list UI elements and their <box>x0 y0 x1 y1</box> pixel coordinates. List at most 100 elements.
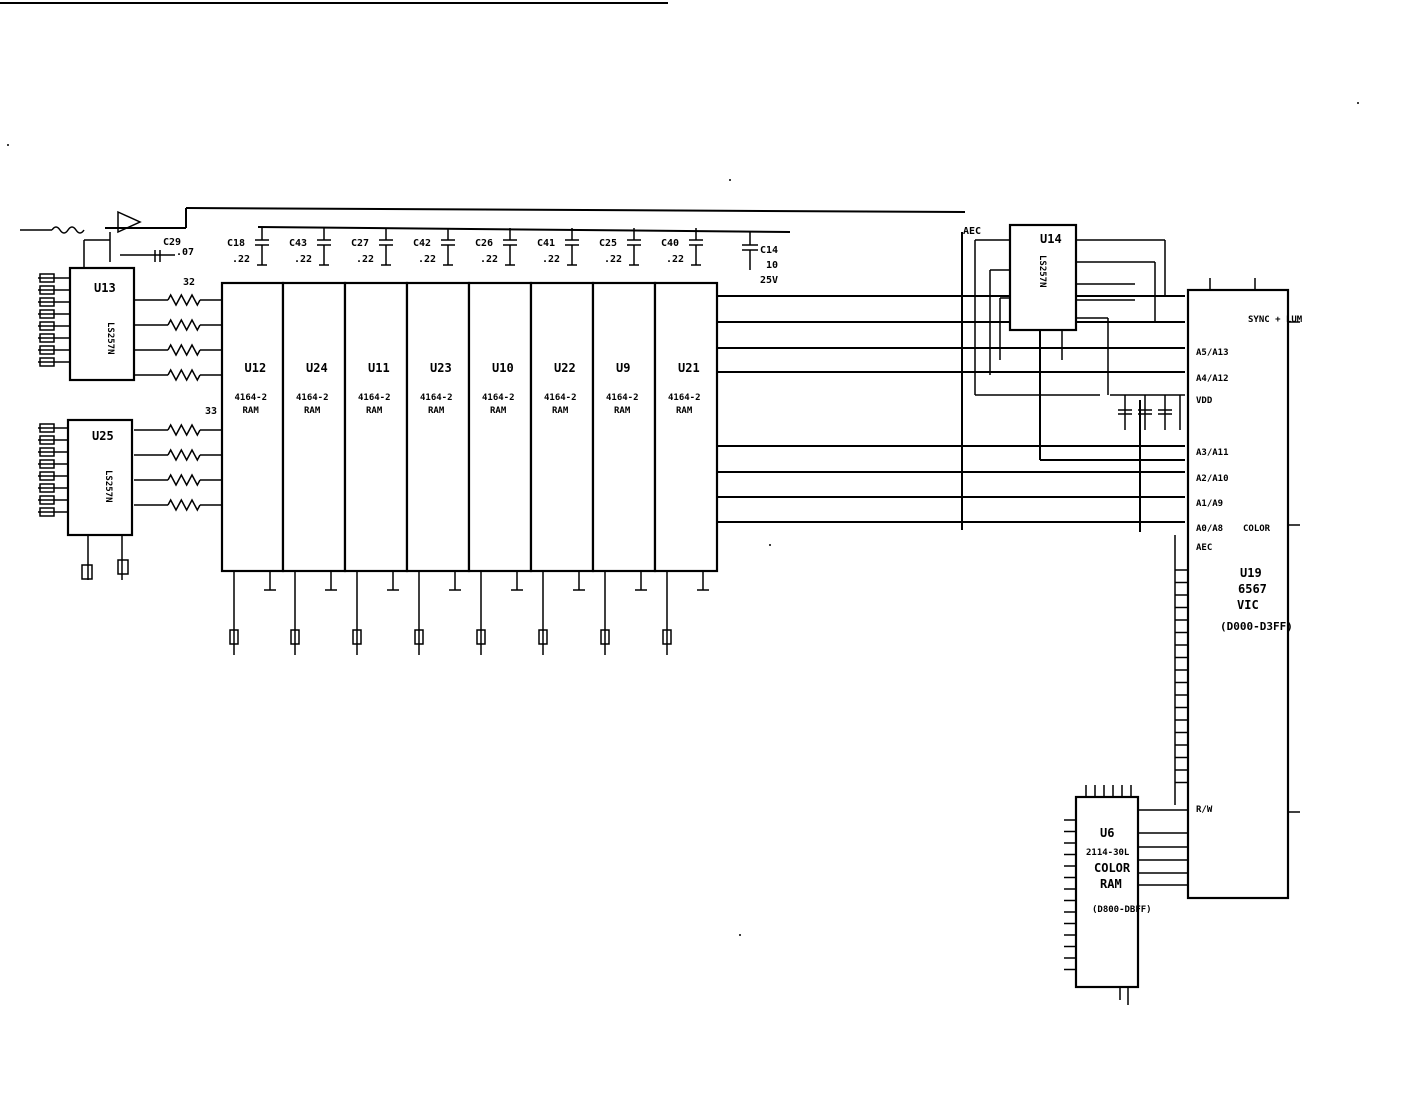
ram-chip-part: 4164-2 <box>482 393 515 403</box>
mux-pin-marker <box>117 559 129 575</box>
ram-pin-marker <box>538 629 548 645</box>
vic-pin-a3: A3/A11 <box>1196 448 1229 458</box>
cap-ref: C41 <box>537 238 555 249</box>
resistor-zigzag <box>167 423 201 437</box>
resistor-bottom-value: 33 <box>205 406 217 417</box>
ram-chip-body <box>591 281 657 573</box>
ram-chip-type: RAM <box>304 406 321 416</box>
color-ram-range: (D800-DBFF) <box>1092 905 1152 915</box>
mux-input-connector <box>39 321 55 331</box>
ram-pin-marker <box>229 629 239 645</box>
mux-input-connector <box>39 483 55 493</box>
aec-label: AEC <box>963 226 981 237</box>
mux-input-connector <box>39 507 55 517</box>
power-bus <box>20 207 966 270</box>
cap-ref: C25 <box>599 238 617 249</box>
vic-pin-color: COLOR <box>1243 524 1271 534</box>
cap-ref: C43 <box>289 238 307 249</box>
mux-input-connector <box>39 345 55 355</box>
capacitor-c18: C18.22 <box>227 228 269 266</box>
ram-chip-type: RAM <box>552 406 569 416</box>
color-ram-u6: U6 2114-30L COLOR RAM (D800-DBFF) <box>1074 795 1188 1005</box>
resistor-zigzag <box>167 448 201 462</box>
vic-pin-a4: A4/A12 <box>1196 374 1229 384</box>
mux-input-connector <box>39 471 55 481</box>
ram-chip-ref: U23 <box>430 361 452 375</box>
mux-input-connector <box>39 285 55 295</box>
vic-pin-vdd: VDD <box>1196 396 1213 406</box>
resistor-zigzag <box>167 498 201 512</box>
c29-value: .07 <box>176 247 194 258</box>
cap-value: .22 <box>232 254 250 265</box>
mux-pin-marker <box>81 564 93 580</box>
ram-chip-type: RAM <box>676 406 693 416</box>
ram-chip-body <box>220 281 285 573</box>
ram-bottom-pins <box>229 571 709 655</box>
color-ram-pins <box>1064 785 1132 971</box>
cap-ref: C42 <box>413 238 431 249</box>
capacitor-c42: C42.22 <box>413 228 455 266</box>
color-ram-type: RAM <box>1100 877 1122 891</box>
ram-chip-type: RAM <box>243 406 260 416</box>
mux-u25-ref: U25 <box>92 429 114 443</box>
ram-pin-marker <box>414 629 424 645</box>
c29-ref: C29 <box>163 237 181 248</box>
ram-chip-body <box>529 281 595 573</box>
ram-pin-marker <box>662 629 672 645</box>
resistor-zigzag <box>167 293 201 307</box>
mux-input-connector <box>39 447 55 457</box>
scan-specks <box>7 102 1359 936</box>
vic-pin-aec: AEC <box>1196 543 1212 553</box>
resistor-zigzag <box>167 318 201 332</box>
vic-caps <box>1110 394 1185 430</box>
c14-voltage: 25V <box>760 275 778 286</box>
mux-u14-ref: U14 <box>1040 232 1062 246</box>
left-input-pins <box>38 273 129 580</box>
vic-pin-a2: A2/A10 <box>1196 474 1229 484</box>
ram-chip-part: 4164-2 <box>235 393 268 403</box>
capacitor-c27: C27.22 <box>351 228 393 266</box>
vic-part: 6567 <box>1238 582 1267 596</box>
capacitor-c14: C14 10 25V <box>742 232 778 286</box>
ram-chip-body <box>343 281 409 573</box>
mux-u13-ref: U13 <box>94 281 116 295</box>
cap-value: .22 <box>356 254 374 265</box>
cap-value: .22 <box>480 254 498 265</box>
cap-ref: C40 <box>661 238 679 249</box>
vic-pin-a1: A1/A9 <box>1196 499 1223 509</box>
vic-name: VIC <box>1237 598 1259 612</box>
capacitor-c41: C41.22 <box>537 228 579 266</box>
capacitor-c29: C29 .07 <box>163 237 194 258</box>
vic-data-pins <box>1175 569 1188 784</box>
ram-pin-marker <box>600 629 610 645</box>
ram-chip-body <box>405 281 471 573</box>
vic-pin-a5: A5/A13 <box>1196 348 1229 358</box>
mux-input-connector <box>39 309 55 319</box>
ram-chip-type: RAM <box>490 406 507 416</box>
color-ram-part: 2114-30L <box>1086 848 1130 858</box>
ram-pin-marker <box>352 629 362 645</box>
resistor-zigzag <box>167 473 201 487</box>
cap-value: .22 <box>294 254 312 265</box>
vic-range: (D000-D3FF) <box>1220 620 1293 633</box>
vic-pin-sync: SYNC + LUM <box>1248 315 1303 325</box>
ram-chip-ref: U12 <box>245 361 267 375</box>
mux-u25-part: LS257N <box>103 470 113 503</box>
ram-chip-ref: U24 <box>306 361 328 375</box>
resistor-zigzag <box>167 368 201 382</box>
ram-chip-part: 4164-2 <box>606 393 639 403</box>
ram-pin-marker <box>290 629 300 645</box>
mux-u25: U25 LS257N <box>66 418 134 537</box>
ram-chip-ref: U11 <box>368 361 390 375</box>
mux-input-connector <box>39 435 55 445</box>
capacitor-c43: C43.22 <box>289 228 331 266</box>
mux-u14-part: LS257N <box>1037 255 1047 288</box>
ram-chip-part: 4164-2 <box>296 393 329 403</box>
ram-chip-body <box>467 281 533 573</box>
ram-bank: U124164-2RAMU244164-2RAMU114164-2RAMU234… <box>220 281 719 573</box>
